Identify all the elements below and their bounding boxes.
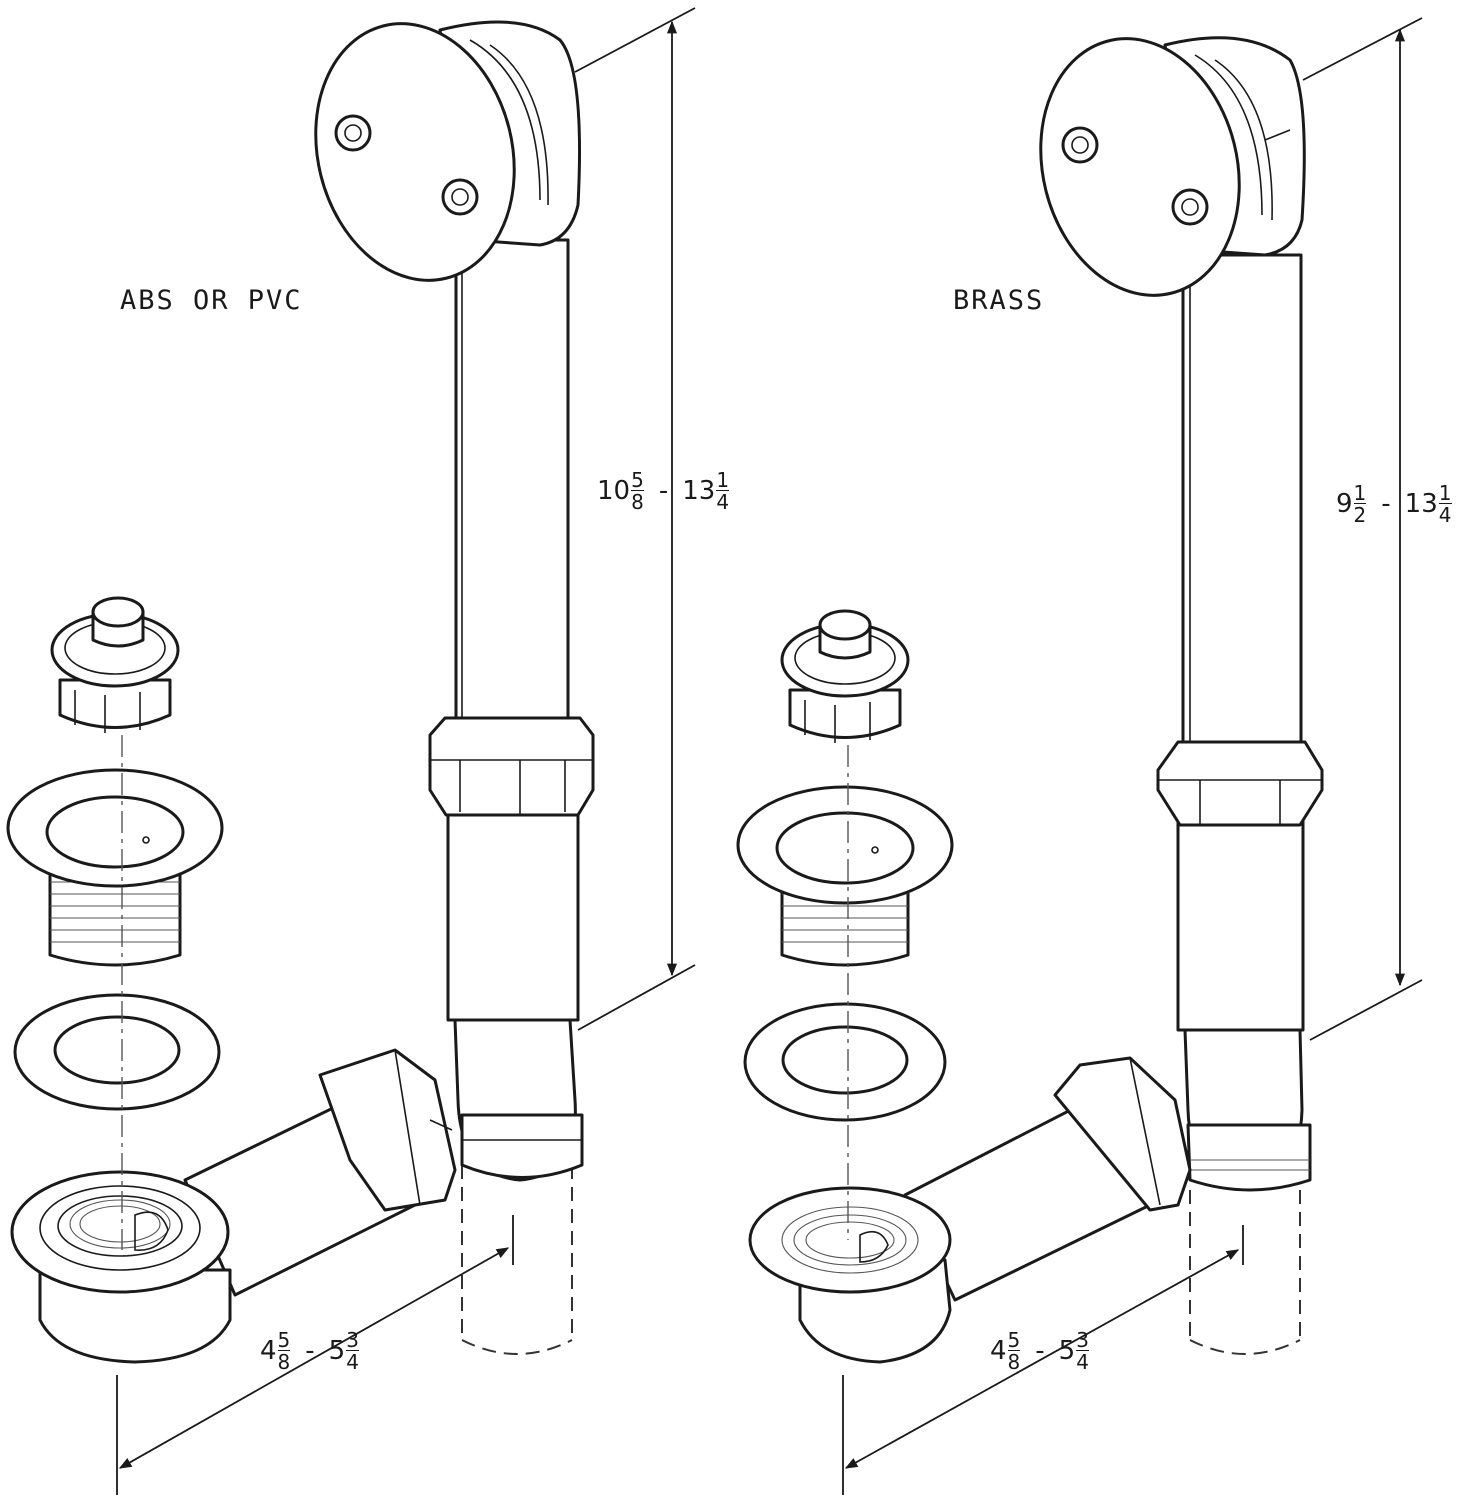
dim-num: 5 [1007,1328,1021,1352]
dim-num: 3 [1076,1328,1089,1352]
dim-num: 5 [277,1328,291,1352]
dim-whole: 4 [990,1336,1007,1366]
abs-pvc-assembly [6,20,595,1364]
dim-separator: - [658,476,669,506]
dim-num: 1 [716,468,730,492]
dim-whole: 13 [682,476,716,506]
left-horizontal-nut [318,1048,457,1212]
right-strainer [736,785,954,967]
dim-num: 5 [631,468,644,492]
dim-whole: 5 [1058,1336,1076,1366]
dim-whole: 5 [328,1336,346,1366]
left-strainer [6,768,224,967]
dim-den: 4 [346,1350,359,1374]
dim-separator: - [1381,489,1391,519]
dim-den: 8 [1007,1350,1021,1374]
right-tee-fitting [1183,1028,1312,1192]
right-hex-nut [1156,740,1324,827]
right-height-dimension-lines [1302,17,1423,1041]
dim-den: 8 [631,490,644,514]
left-slip-nut [428,716,595,817]
dim-num: 3 [346,1328,359,1352]
dim-separator: - [305,1336,315,1366]
material-label-abs-pvc: ABS OR PVC [120,285,303,316]
dim-den: 4 [1076,1350,1089,1374]
dim-den: 4 [716,490,730,514]
left-width-dimension-lines [116,1215,514,1495]
left-tailpiece-phantom [461,1165,573,1355]
right-stopper [780,609,910,743]
right-drain-shoe [748,1186,952,1364]
right-tailpiece-phantom [1189,1190,1301,1355]
dim-whole: 4 [260,1336,277,1366]
left-drain-shoe [10,1170,232,1364]
left-overflow-tube [446,238,580,1022]
dim-whole: 9 [1336,489,1353,519]
dim-num: 1 [1438,481,1452,505]
dim-whole: 13 [1404,489,1438,519]
dim-den: 4 [1438,503,1452,527]
left-gasket [13,993,221,1111]
dim-den: 2 [1353,503,1367,527]
right-gasket [743,1002,947,1122]
left-height-dimension-lines [574,7,696,1031]
material-label-brass: BRASS [953,285,1045,316]
dim-num: 1 [1353,481,1367,505]
left-overflow-cover [314,20,582,282]
right-overflow-tube [1176,253,1305,1032]
right-width-dimension-lines [842,1225,1244,1495]
dim-whole: 10 [597,476,631,506]
left-tee-fitting [453,1018,584,1182]
right-overflow-cover [1039,36,1306,297]
right-horizontal-nut [1053,1056,1192,1212]
brass-assembly [736,36,1324,1364]
left-stopper [50,596,180,733]
dim-separator: - [1035,1336,1045,1366]
dim-den: 8 [277,1350,291,1374]
